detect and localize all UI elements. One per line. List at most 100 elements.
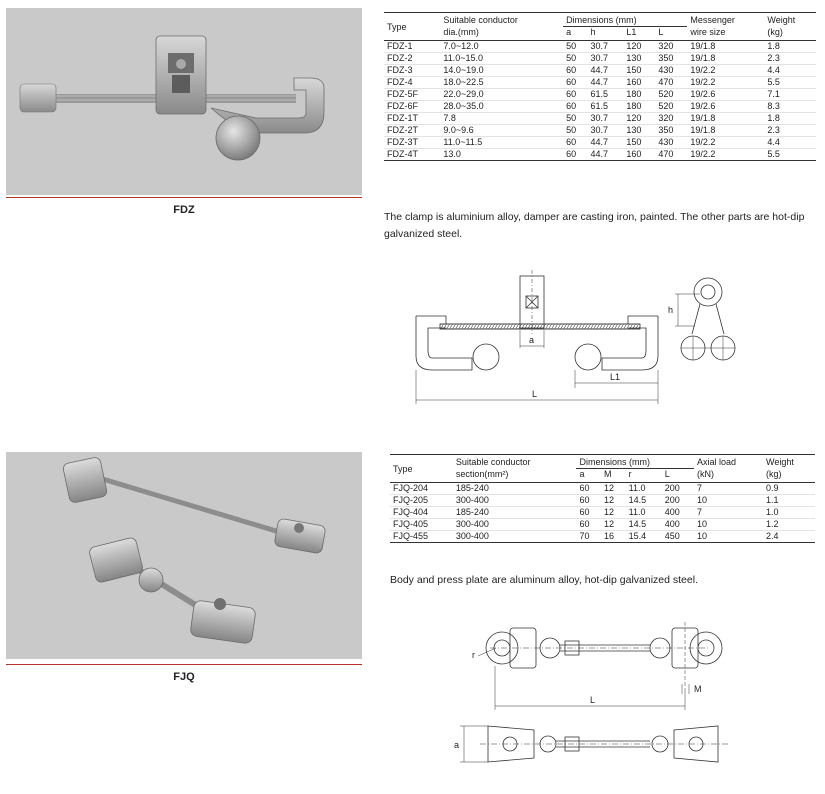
- fjq-spec-table: Type Suitable conductor Dimensions (mm) …: [390, 454, 815, 543]
- table-cell: 320: [655, 112, 688, 125]
- table-cell: 70: [576, 530, 602, 543]
- table-cell: 4.4: [764, 64, 816, 77]
- table-cell: 14.5: [625, 518, 662, 531]
- table-cell: 61.5: [587, 88, 624, 101]
- fjq-label-a: a: [454, 740, 459, 750]
- table-cell: 14.5: [625, 494, 662, 507]
- table-cell: 130: [623, 124, 656, 137]
- table-cell: 60: [576, 506, 602, 519]
- table-cell: 11.0~15.0: [440, 52, 564, 65]
- table-cell: 450: [661, 530, 694, 543]
- table-cell: 10: [693, 530, 764, 543]
- fjq-product-photo: [6, 452, 362, 659]
- table-cell: 19/2.2: [687, 148, 765, 161]
- fdz-type-header: Type: [384, 12, 441, 41]
- table-cell: 44.7: [587, 136, 624, 149]
- table-cell: 400: [661, 518, 694, 531]
- table-cell: 10: [693, 494, 764, 507]
- fjq-load-subheader: (kN): [693, 468, 764, 483]
- table-cell: 19/1.8: [687, 124, 765, 137]
- table-cell: 1.2: [763, 518, 815, 531]
- table-cell: 12: [601, 482, 626, 495]
- table-cell: FDZ-2: [384, 52, 441, 65]
- table-cell: 7.8: [440, 112, 564, 125]
- fjq-dim-col-m: M: [601, 468, 626, 483]
- table-cell: 60: [563, 136, 588, 149]
- table-cell: 12: [601, 518, 626, 531]
- fjq-label-m: M: [694, 684, 702, 694]
- table-cell: 5.5: [764, 148, 816, 161]
- table-cell: 5.5: [764, 76, 816, 89]
- table-cell: FDZ-4T: [384, 148, 441, 161]
- table-cell: 60: [563, 88, 588, 101]
- table-cell: 7.1: [764, 88, 816, 101]
- table-cell: 60: [563, 100, 588, 113]
- table-cell: 60: [563, 76, 588, 89]
- fjq-dim-col-a: a: [576, 468, 602, 483]
- table-cell: 50: [563, 52, 588, 65]
- table-cell: 1.8: [764, 112, 816, 125]
- fjq-dimensions-header: Dimensions (mm): [576, 454, 694, 469]
- table-cell: 400: [661, 506, 694, 519]
- table-cell: FDZ-3: [384, 64, 441, 77]
- table-cell: 30.7: [587, 52, 624, 65]
- table-cell: 15.4: [625, 530, 662, 543]
- table-cell: 61.5: [587, 100, 624, 113]
- table-cell: 150: [623, 136, 656, 149]
- table-cell: 28.0~35.0: [440, 100, 564, 113]
- fdz-weight-header: Weight: [764, 12, 816, 27]
- table-cell: FJQ-205: [390, 494, 453, 507]
- table-cell: FDZ-2T: [384, 124, 441, 137]
- table-cell: 160: [623, 148, 656, 161]
- fjq-type-header: Type: [390, 454, 453, 483]
- fjq-material-note: Body and press plate are aluminum alloy,…: [390, 574, 698, 586]
- fjq-dim-col-r: r: [625, 468, 662, 483]
- table-cell: FDZ-1: [384, 40, 441, 53]
- table-cell: 19/2.2: [687, 136, 765, 149]
- fdz-label-a: a: [529, 335, 534, 345]
- table-cell: 0.9: [763, 482, 815, 495]
- table-cell: 300-400: [452, 494, 577, 507]
- table-cell: 200: [661, 494, 694, 507]
- fdz-spec-table: Type Suitable conductor Dimensions (mm) …: [384, 12, 816, 161]
- table-cell: 13.0: [440, 148, 564, 161]
- fjq-conductor-header: Suitable conductor: [452, 454, 577, 469]
- fdz-material-note: The clamp is aluminium alloy, damper are…: [384, 211, 805, 240]
- fjq-technical-drawing: r M L a: [454, 622, 728, 763]
- table-cell: 300-400: [452, 518, 577, 531]
- table-cell: 2.3: [764, 124, 816, 137]
- table-cell: 22.0~29.0: [440, 88, 564, 101]
- fdz-label-h: h: [668, 305, 673, 315]
- fdz-dim-col-l1: L1: [623, 26, 656, 41]
- table-cell: 12: [601, 506, 626, 519]
- table-cell: 2.4: [763, 530, 815, 543]
- table-cell: FDZ-1T: [384, 112, 441, 125]
- table-cell: 50: [563, 40, 588, 53]
- fdz-dim-col-a: a: [563, 26, 588, 41]
- table-cell: 470: [655, 76, 688, 89]
- table-cell: 16: [601, 530, 626, 543]
- table-cell: 150: [623, 64, 656, 77]
- table-cell: 19/2.2: [687, 64, 765, 77]
- table-cell: FJQ-455: [390, 530, 453, 543]
- table-cell: FJQ-405: [390, 518, 453, 531]
- fjq-label-r: r: [472, 650, 475, 660]
- table-cell: 60: [576, 494, 602, 507]
- table-cell: 180: [623, 100, 656, 113]
- table-cell: FDZ-5F: [384, 88, 441, 101]
- table-cell: 12: [601, 494, 626, 507]
- table-cell: 520: [655, 88, 688, 101]
- table-cell: 60: [576, 482, 602, 495]
- fdz-messenger-subheader: wire size: [687, 26, 765, 41]
- table-cell: 11.0: [625, 506, 662, 519]
- fdz-caption: FDZ: [173, 204, 195, 216]
- table-cell: 19/2.6: [687, 100, 765, 113]
